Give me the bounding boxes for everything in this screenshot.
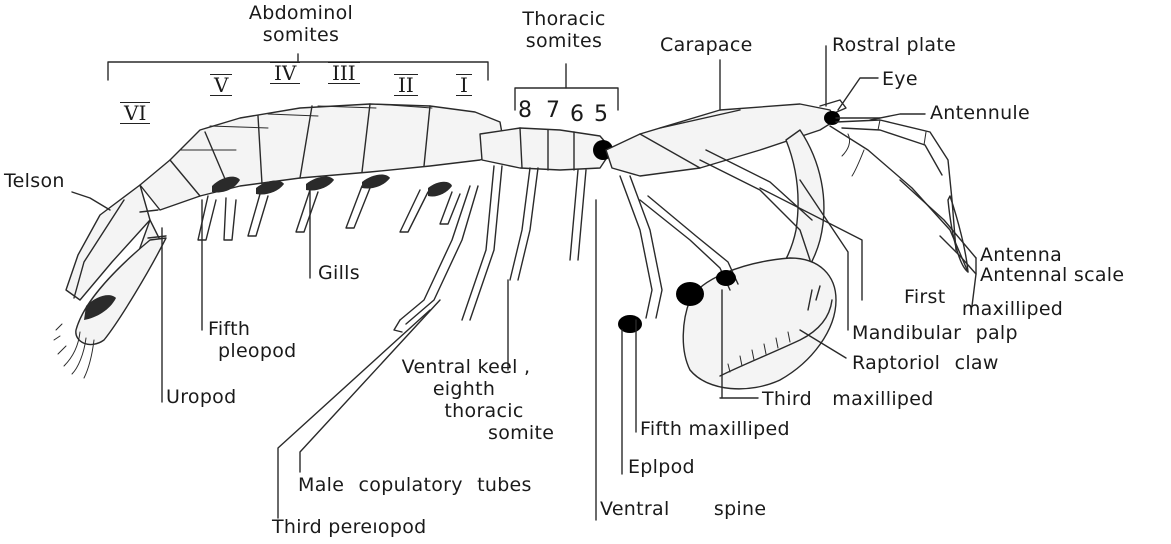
- ventral-spine-label: Ventral spine: [600, 498, 766, 520]
- gills-label: Gills: [318, 262, 360, 284]
- somite-numeral-vi: VI: [120, 102, 150, 124]
- male-copulatory-tubes-label: Male copulatory tubes: [298, 474, 532, 496]
- thoracic-number-5: 5: [594, 104, 608, 126]
- third-maxilliped-label: Third maxilliped: [762, 388, 934, 410]
- thoracic-number-8: 8: [518, 100, 532, 122]
- carapace-label: Carapace: [660, 34, 753, 56]
- thoracic-number-7: 7: [546, 100, 560, 122]
- uropod-label: Uropod: [166, 386, 236, 408]
- thorax: [480, 128, 613, 170]
- antenna-appendage: [830, 126, 968, 272]
- fifth-maxilliped-label: Fifth maxilliped: [640, 418, 790, 440]
- ventral-keel-label: Ventral keel , eighth thoracic somite: [396, 356, 536, 444]
- tail-fan: [54, 185, 166, 378]
- telson-label: Telson: [4, 170, 65, 192]
- somite-numeral-iv: IV: [270, 62, 300, 84]
- abdomen: [140, 104, 505, 210]
- somite-numeral-i: I: [456, 74, 472, 96]
- pereiopods: [394, 166, 586, 332]
- somite-numeral-v: V: [210, 74, 232, 96]
- first-maxilliped-label: First maxilliped: [904, 286, 1063, 308]
- epipod-label: Eplpod: [628, 456, 695, 478]
- somite-numeral-iii: III: [328, 62, 360, 84]
- antennule-appendage: [836, 120, 956, 250]
- rostral-plate-label: Rostral plate: [832, 34, 956, 56]
- antennule-label: Antennule: [930, 102, 1030, 124]
- eye-label: Eye: [882, 68, 918, 90]
- antenna-label: Antenna: [980, 244, 1062, 266]
- pleopods: [198, 186, 460, 240]
- mandibular-palp-label: Mandibular palp: [852, 322, 1018, 344]
- antennal-scale-label: Antennal scale: [980, 264, 1124, 286]
- somite-numeral-ii: II: [394, 74, 418, 96]
- thoracic-number-6: 6: [570, 104, 584, 126]
- raptorial-claw: [683, 130, 836, 389]
- raptorial-claw-label: Raptoriol claw: [852, 352, 999, 374]
- third-pereiopod-label: Third pereıopod: [272, 516, 427, 538]
